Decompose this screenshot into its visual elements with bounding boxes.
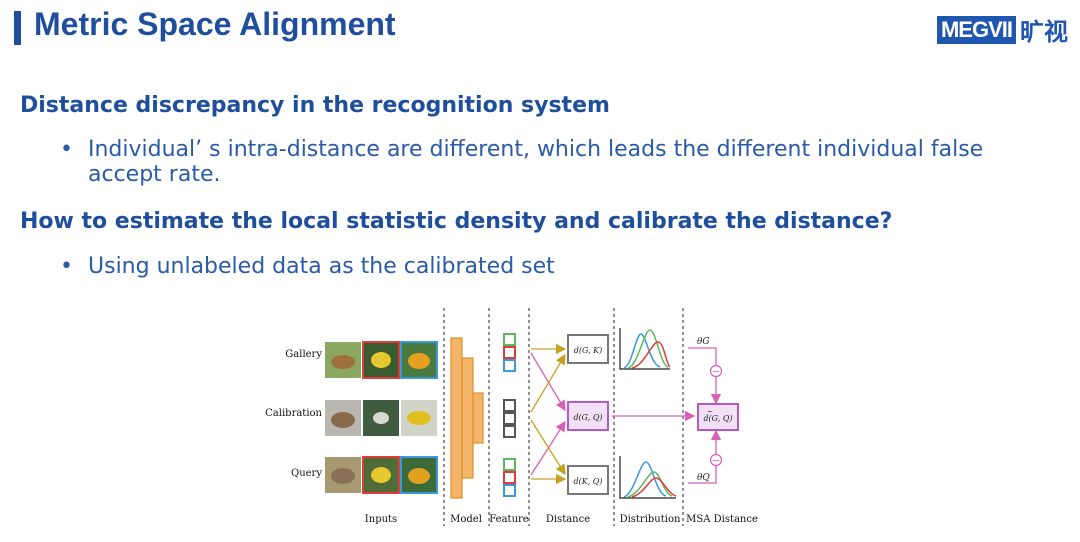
distribution-plot-query xyxy=(619,456,677,499)
theta-paths xyxy=(688,347,722,484)
page-title: Metric Space Alignment xyxy=(34,6,396,42)
bullet-1-line-2: accept rate. xyxy=(88,162,221,187)
msa-distance-tilde: ~ xyxy=(707,408,713,416)
minus-sign-top: − xyxy=(712,367,720,378)
column-label-distance: Distance xyxy=(546,514,590,525)
msa-distance-label: d(G, Q) xyxy=(703,414,732,423)
minus-sign-bottom: − xyxy=(712,456,720,467)
megvii-logo: MEGVII 旷视 xyxy=(936,12,1068,47)
minus-node-top xyxy=(709,364,723,378)
title-accent-bar xyxy=(14,11,21,45)
distance-box-gq xyxy=(567,401,609,431)
calibration-feature xyxy=(503,399,516,438)
gallery-images xyxy=(325,341,438,379)
model-block xyxy=(450,337,484,499)
theta-q-label: θQ xyxy=(697,473,710,483)
calibration-images xyxy=(325,400,437,436)
bullet-2-line-1: Using unlabeled data as the calibrated s… xyxy=(88,254,555,279)
column-label-model: Model xyxy=(450,514,482,525)
distance-label-gk: d(G, K) xyxy=(574,346,603,355)
section-heading-2: How to estimate the local statistic dens… xyxy=(20,209,893,234)
column-label-distribution: Distribution xyxy=(620,514,681,525)
query-images xyxy=(325,456,438,494)
distance-box-kq xyxy=(567,465,609,495)
row-label-query: Query xyxy=(291,468,322,479)
bullet-dot: • xyxy=(60,137,73,162)
logo-brand: MEGVII xyxy=(936,15,1016,44)
row-label-gallery: Gallery xyxy=(285,349,322,360)
logo-chinese: 旷视 xyxy=(1020,18,1068,46)
minus-node-bottom xyxy=(709,453,723,467)
bullet-1: • Individual’ s intra-distance are diffe… xyxy=(60,137,983,187)
section-heading-1: Distance discrepancy in the recognition … xyxy=(20,93,610,118)
gallery-feature xyxy=(503,333,516,372)
column-separators xyxy=(443,308,684,526)
theta-g-label: θG xyxy=(697,337,710,347)
column-label-inputs: Inputs xyxy=(365,514,397,525)
msa-distance-box xyxy=(697,403,739,431)
bullet-dot: • xyxy=(60,254,73,279)
distance-label-gq: d(G, Q) xyxy=(573,413,602,422)
column-label-msa-distance: MSA Distance xyxy=(686,514,758,525)
query-feature xyxy=(503,458,516,497)
bullet-1-line-1: Individual’ s intra-distance are differe… xyxy=(88,137,984,162)
bullet-2: • Using unlabeled data as the calibrated… xyxy=(60,254,555,279)
feature-to-distance-arrows xyxy=(530,343,567,485)
column-label-feature: Feature xyxy=(489,514,529,525)
distance-label-kq: d(K, Q) xyxy=(574,477,603,486)
distribution-plot-gallery xyxy=(619,328,671,370)
distance-box-gk xyxy=(567,334,609,364)
row-label-calibration: Calibration xyxy=(265,408,322,419)
